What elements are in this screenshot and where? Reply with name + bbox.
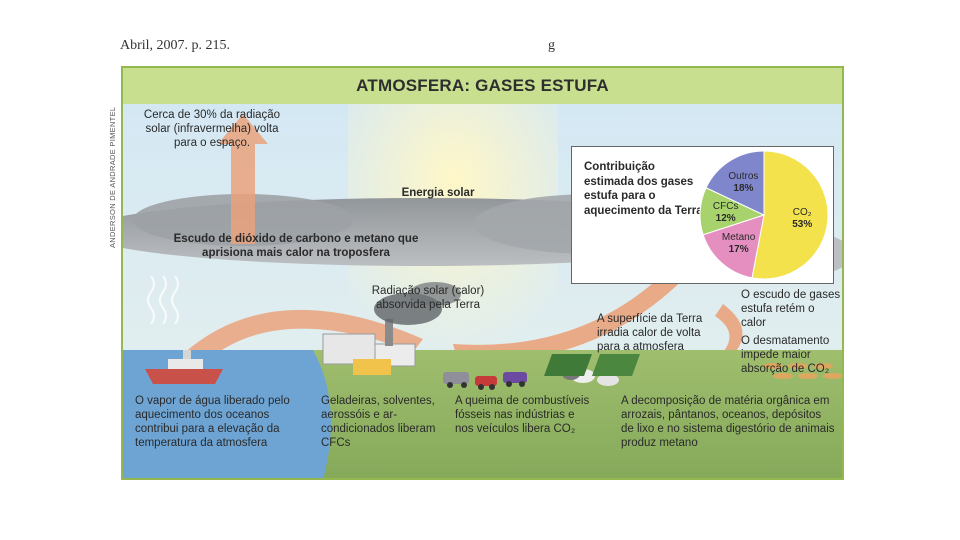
illustrator-credit: ANDERSON DE ANDRADE PIMENTEL (108, 106, 117, 248)
deforestation-label: O desmatamento impede maior absorção de … (741, 335, 830, 375)
illustration-scene: Cerca de 30% da radiação solar (infraver… (123, 104, 842, 478)
rice-field (592, 354, 641, 376)
fossil-fuels-label: A queima de combustíveis fósseis nas ind… (455, 395, 590, 435)
reflected-radiation-label: Cerca de 30% da radiação solar (infraver… (143, 109, 281, 149)
rice-field (544, 354, 593, 376)
diagram-panel: ATMOSFERA: GASES ESTUFA (121, 66, 844, 480)
vapor-lines (147, 275, 179, 325)
greenhouse-shield-label: Escudo de dióxido de carbono e metano qu… (173, 233, 419, 259)
factory (322, 282, 461, 375)
solar-energy-label: Energia solar (401, 187, 475, 199)
pie-chart (699, 150, 829, 280)
ship (145, 350, 223, 384)
vehicles (443, 372, 527, 390)
pie-label-name: Outros (728, 170, 759, 182)
pie-label-name: CO₂ (792, 206, 812, 218)
reflected-radiation-arrow (218, 114, 268, 244)
source-citation: Abril, 2007. p. 215. (120, 38, 231, 53)
pie-label-name: Metano (721, 231, 756, 243)
cfcs-sources-label: Geladeiras, solventes, aerossóis e ar-co… (321, 395, 436, 449)
surface-radiates-label: A superfície da Terra irradia calor de v… (597, 313, 703, 353)
organic-decomposition-label: A decomposição de matéria orgânica em ar… (621, 395, 835, 449)
shield-retains-label: O escudo de gases estufa retém o calor (741, 289, 841, 329)
water-vapor-label: O vapor de água liberado pelo aqueciment… (135, 395, 290, 449)
pie-label-name: CFCs (712, 200, 739, 212)
cropped-text-fragment: g (548, 38, 555, 53)
pie-label-value: 53% (792, 218, 813, 230)
pie-slice-metano (702, 214, 765, 279)
pie-label-value: 12% (715, 212, 736, 224)
absorbed-radiation-label: Radiação solar (calor) absorvida pela Te… (371, 285, 485, 311)
inset-title: Contribuição estimada dos gases estufa p… (584, 161, 703, 217)
pie-slice-outros (705, 150, 765, 216)
returning-heat-arrow (183, 309, 423, 366)
pie-slice-co2 (751, 150, 829, 280)
crop-rows (763, 363, 842, 379)
panel-title: ATMOSFERA: GASES ESTUFA (123, 68, 842, 106)
pie-label-value: 18% (733, 182, 754, 194)
contribution-inset: Contribuição estimada dos gases estufa p… (571, 146, 834, 284)
pie-label-value: 17% (728, 243, 749, 255)
